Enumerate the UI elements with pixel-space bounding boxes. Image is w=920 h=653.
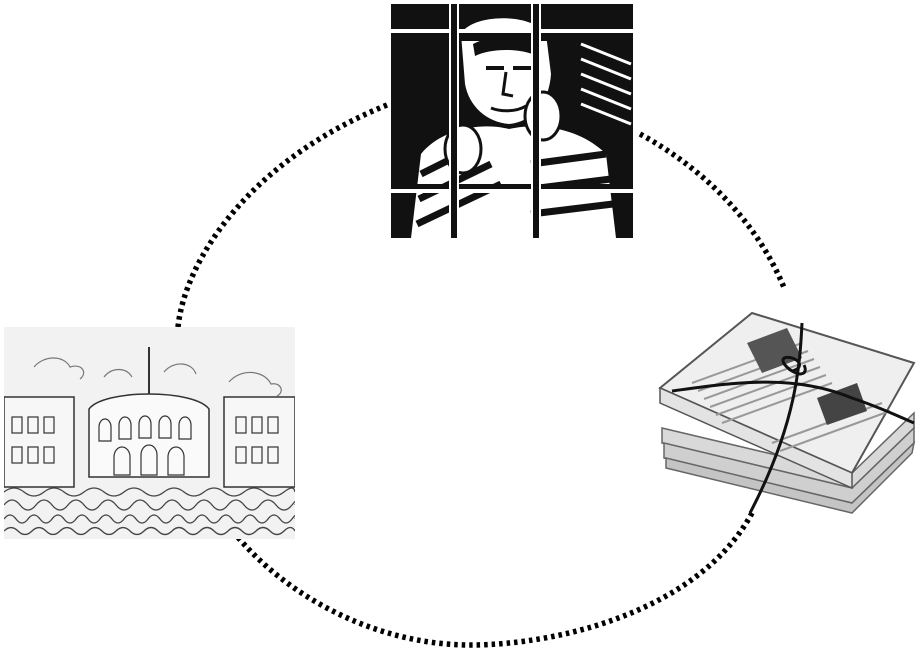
connector-parliament-to-prisoner [178, 105, 387, 327]
prisoner-behind-bars-icon [391, 4, 633, 238]
parliament-node [4, 327, 295, 539]
connector-prisoner-to-newspapers [640, 134, 785, 290]
newspapers-node [652, 303, 918, 515]
prisoner-node [391, 4, 633, 238]
parliament-building-icon [4, 327, 295, 539]
newspaper-bundle-icon [652, 303, 918, 515]
connector-newspapers-to-parliament [236, 513, 752, 645]
